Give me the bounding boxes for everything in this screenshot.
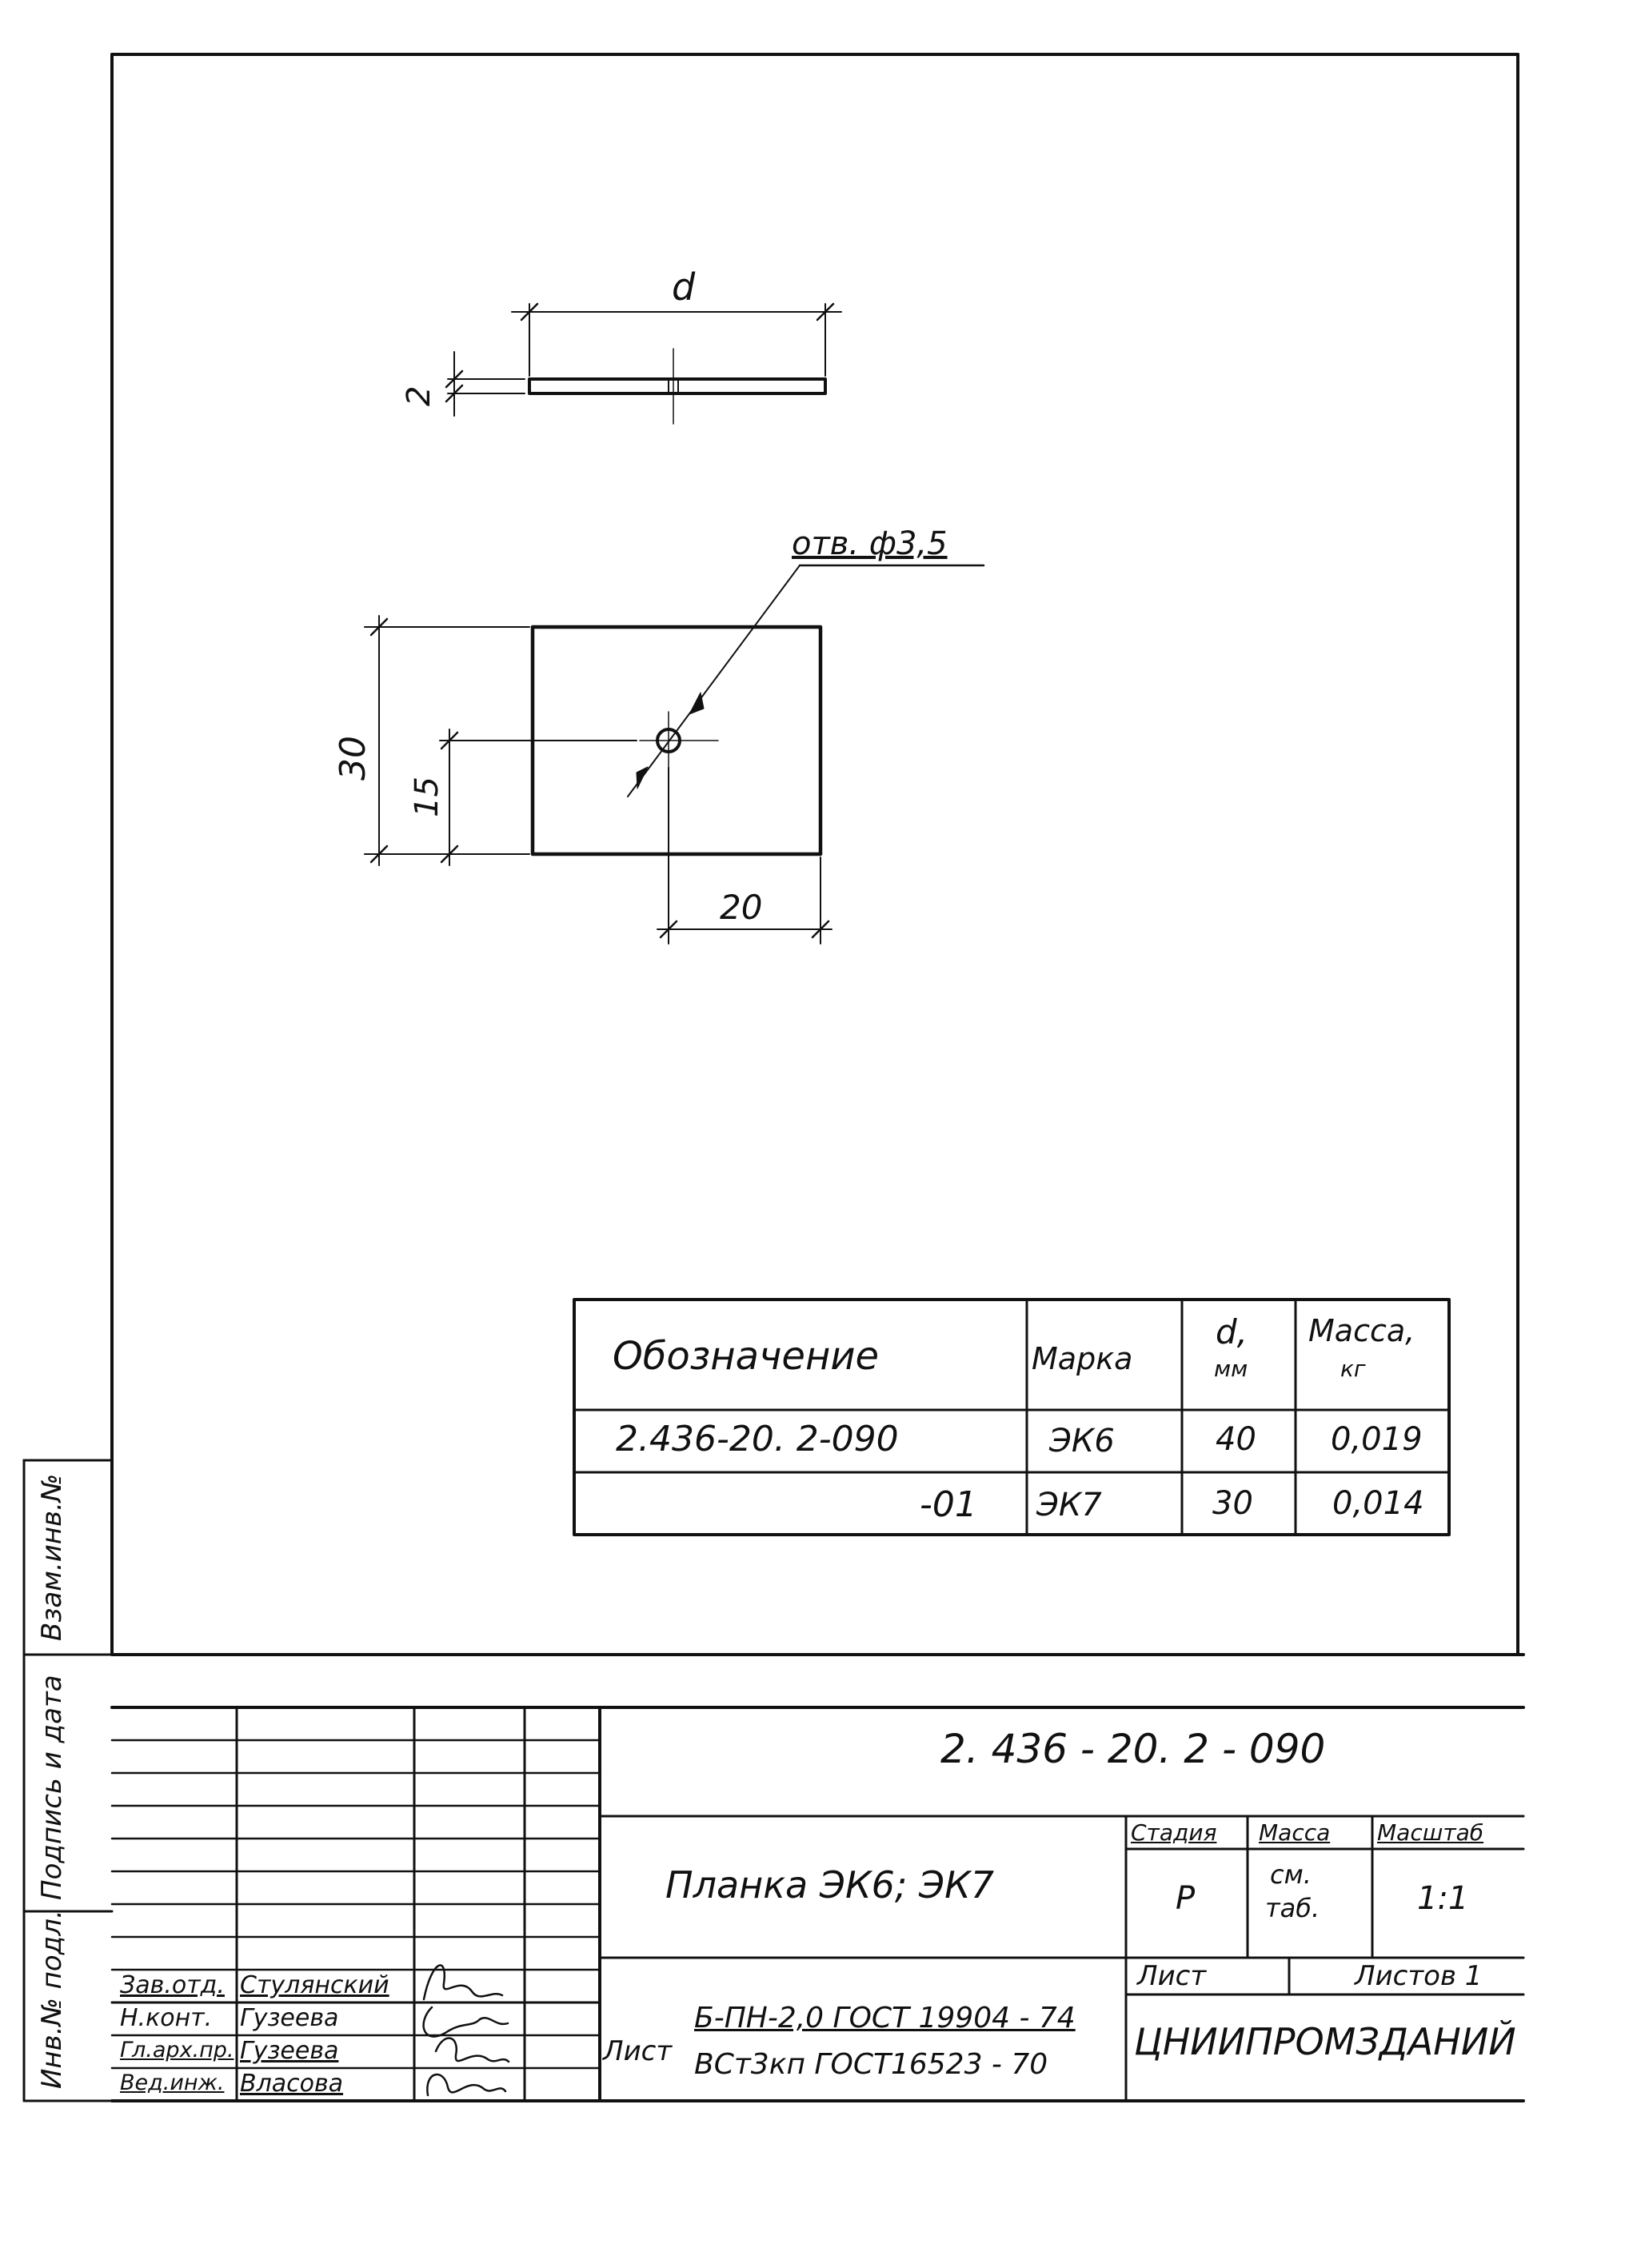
title-block-scale-label: Масштаб	[1377, 1819, 1484, 1846]
role-ved-inzh: Вед.инж.	[120, 2070, 225, 2095]
table-header-mass: Масса,	[1308, 1313, 1415, 1348]
title-block-mass-label: Масса	[1259, 1819, 1331, 1846]
name-ved-inzh: Власова	[240, 2070, 344, 2098]
title-block-scale-value: 1:1	[1417, 1880, 1469, 1917]
hole-note-label: отв. ф3,5	[792, 525, 948, 562]
role-zav-otd: Зав.отд.	[120, 1971, 225, 1999]
title-block-sheet-label: Лист	[1137, 1960, 1207, 1992]
side-stamp-vzam-inv: Взам.инв.№	[36, 1473, 68, 1641]
name-n-kont: Гузеева	[240, 2004, 339, 2032]
dim-hole-x-label: 20	[720, 888, 763, 927]
title-block-mass-value-2: таб.	[1265, 1893, 1320, 1923]
name-zav-otd: Стулянский	[240, 1971, 389, 1999]
table-row-2-mark: ЭК7	[1036, 1487, 1102, 1523]
title-block-code: 2. 436 - 20. 2 - 090	[940, 1726, 1326, 1772]
table-header-designation: Обозначение	[613, 1334, 880, 1379]
table-row-2-mass: 0,014	[1332, 1485, 1424, 1522]
title-block-material-line2: ВСт3кп ГОСТ16523 - 70	[694, 2048, 1048, 2081]
title-block-material-prefix: Лист	[603, 2035, 673, 2067]
table-row-1-mark: ЭК6	[1049, 1423, 1115, 1459]
title-block-stage-value: Р	[1176, 1880, 1196, 1917]
table-row-1-mass: 0,019	[1331, 1421, 1423, 1458]
title-block-name: Планка ЭК6; ЭК7	[665, 1863, 995, 1907]
side-stamp-inv-podl: Инв.№ подл.	[36, 1910, 68, 2089]
title-block-mass-value-1: см.	[1270, 1859, 1312, 1890]
table-row-2-d: 30	[1212, 1485, 1253, 1522]
table-header-d-unit: мм	[1214, 1356, 1248, 1382]
signature-marks	[422, 1964, 510, 2097]
title-block-organization: ЦНИИПРОМЗДАНИЙ	[1134, 2020, 1516, 2063]
role-n-kont: Н.конт.	[120, 2004, 213, 2032]
table-row-1-designation: 2.436-20. 2-090	[616, 1419, 899, 1459]
side-stamp-sign-date: Подпись и дата	[36, 1675, 68, 1900]
table-row-1-d: 40	[1216, 1421, 1256, 1458]
table-header-mark: Марка	[1032, 1341, 1133, 1376]
dim-d-label: d	[672, 266, 696, 309]
title-block-stage-label: Стадия	[1131, 1819, 1217, 1846]
table-header-d: d,	[1216, 1312, 1248, 1352]
title-block-sheets-label: Листов 1	[1355, 1960, 1483, 1992]
table-row-2-designation: -01	[920, 1484, 977, 1525]
title-block-material-line1: Б-ПН-2,0 ГОСТ 19904 - 74	[694, 2002, 1076, 2034]
table-header-mass-unit: кг	[1340, 1356, 1366, 1382]
role-gl-arh: Гл.арх.пр.	[120, 2038, 234, 2062]
dim-thickness-label: 2	[401, 385, 437, 406]
dim-hole-height-label: 15	[409, 777, 445, 817]
dim-height-label: 30	[333, 736, 373, 781]
name-gl-arh: Гузеева	[240, 2037, 339, 2065]
